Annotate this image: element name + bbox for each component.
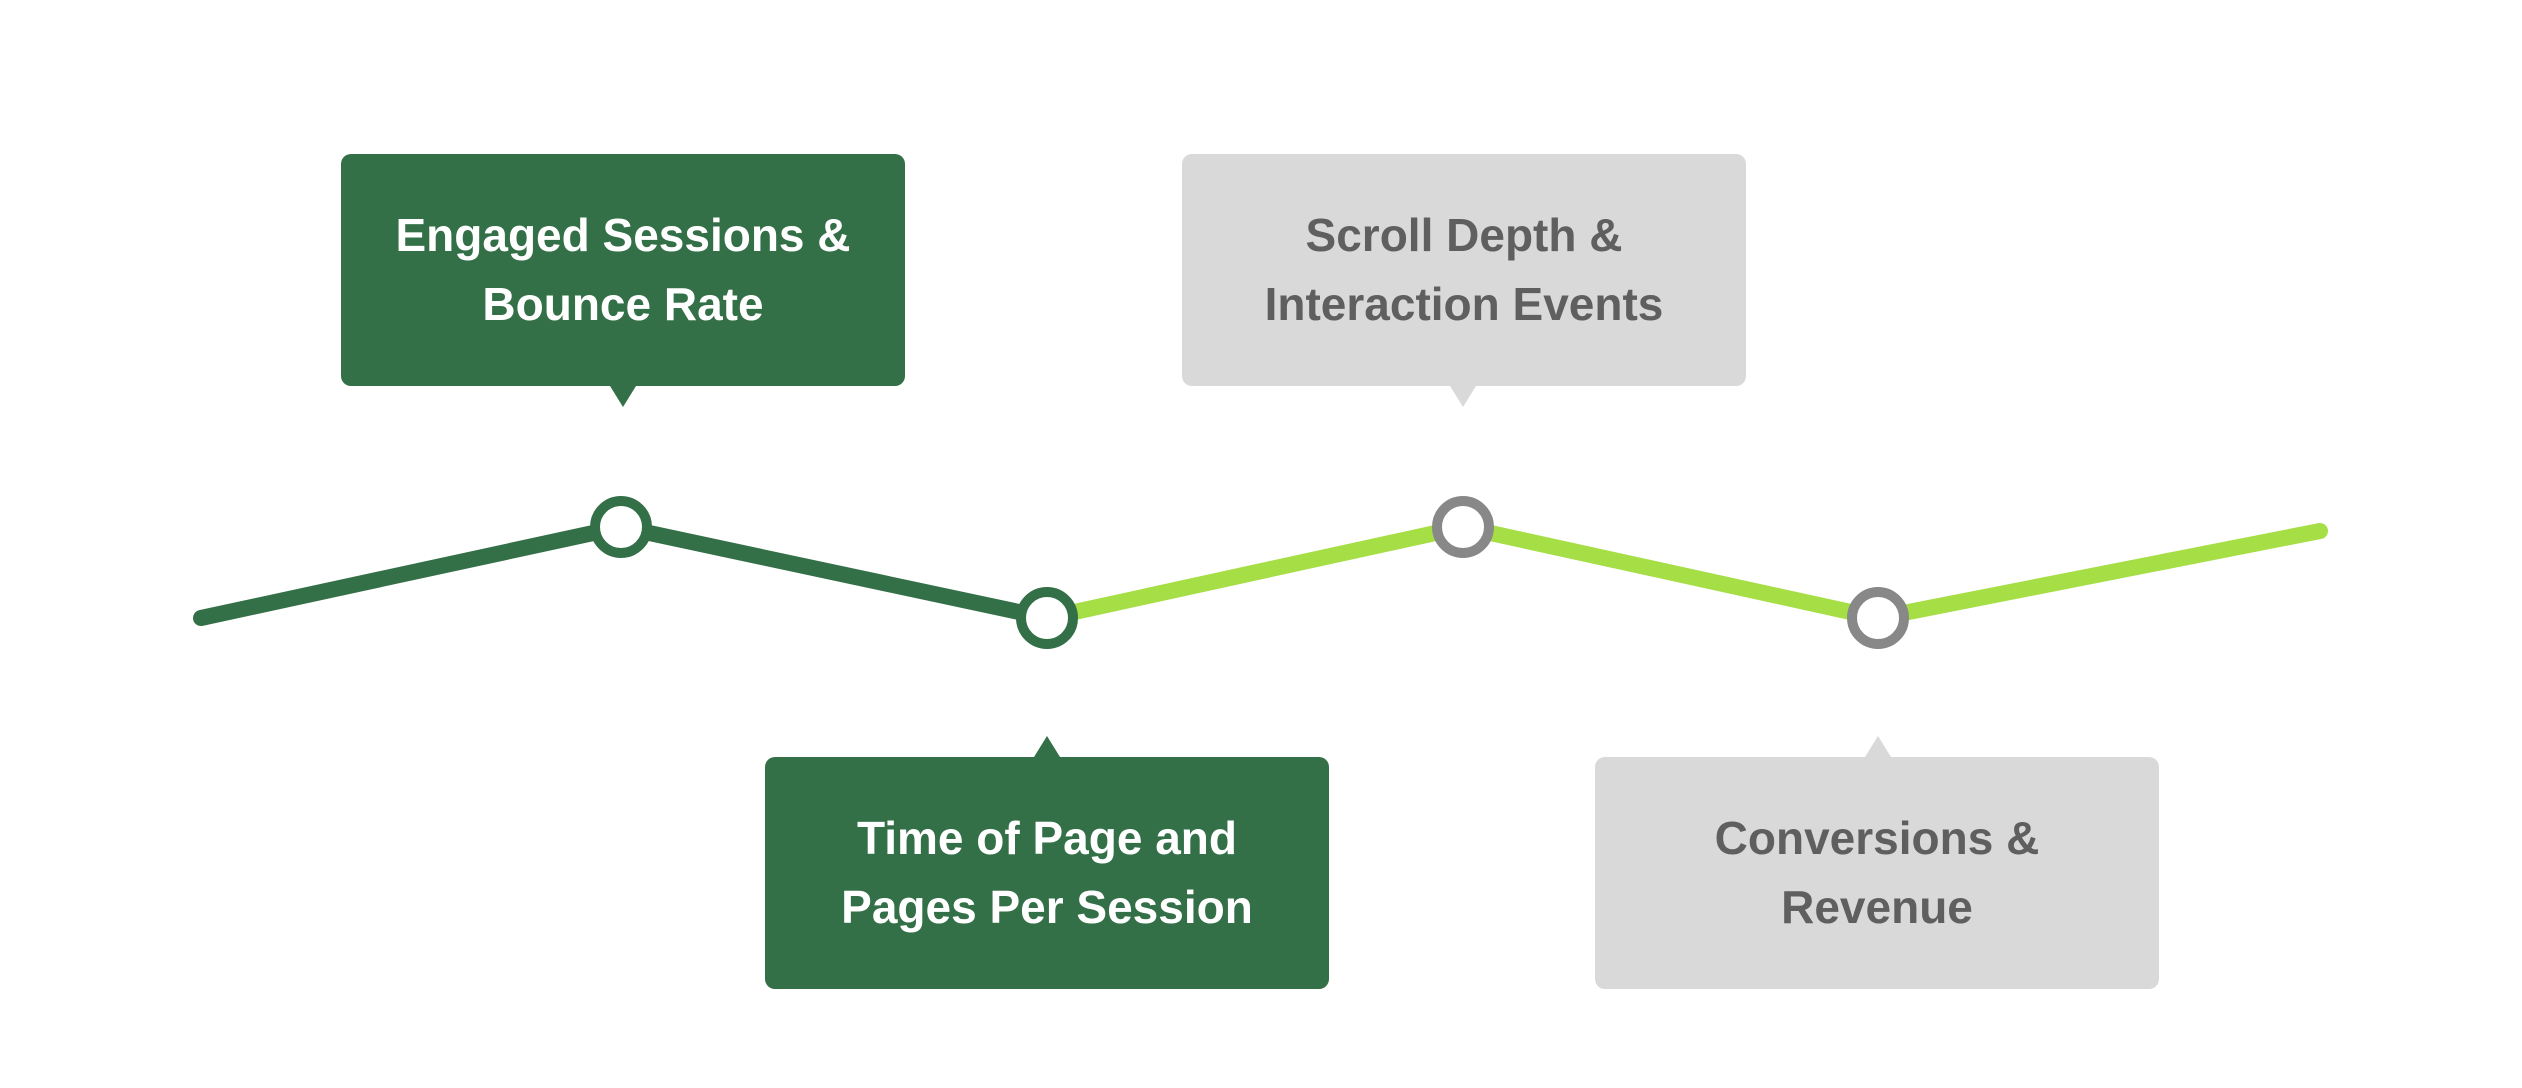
- step-label-line2: Revenue: [1781, 881, 1973, 933]
- step-label-line1: Engaged Sessions &: [395, 209, 851, 261]
- step-label-line2: Bounce Rate: [482, 278, 764, 330]
- timeline-segment-pending: [1039, 519, 2328, 626]
- step-label-line2: Interaction Events: [1264, 278, 1664, 330]
- step-label-line1: Conversions &: [1714, 812, 2040, 864]
- step-marker-4: [1847, 587, 1909, 649]
- step-marker-1: [590, 496, 652, 558]
- step-marker-2: [1016, 587, 1078, 649]
- callout-pointer: [610, 386, 636, 407]
- step-card-time-on-page: Time of Page and Pages Per Session: [765, 736, 1329, 989]
- step-label-line2: Pages Per Session: [841, 881, 1253, 933]
- step-label-line1: Time of Page and: [856, 812, 1238, 864]
- step-card-engaged-sessions: Engaged Sessions & Bounce Rate: [341, 154, 905, 407]
- step-marker-3: [1432, 496, 1494, 558]
- callout-pointer: [1450, 386, 1476, 407]
- callout-pointer: [1865, 736, 1891, 757]
- callout-pointer: [1034, 736, 1060, 757]
- step-card-scroll-depth: Scroll Depth & Interaction Events: [1182, 154, 1746, 407]
- step-label-line1: Scroll Depth &: [1305, 209, 1623, 261]
- step-card-conversions: Conversions & Revenue: [1595, 736, 2159, 989]
